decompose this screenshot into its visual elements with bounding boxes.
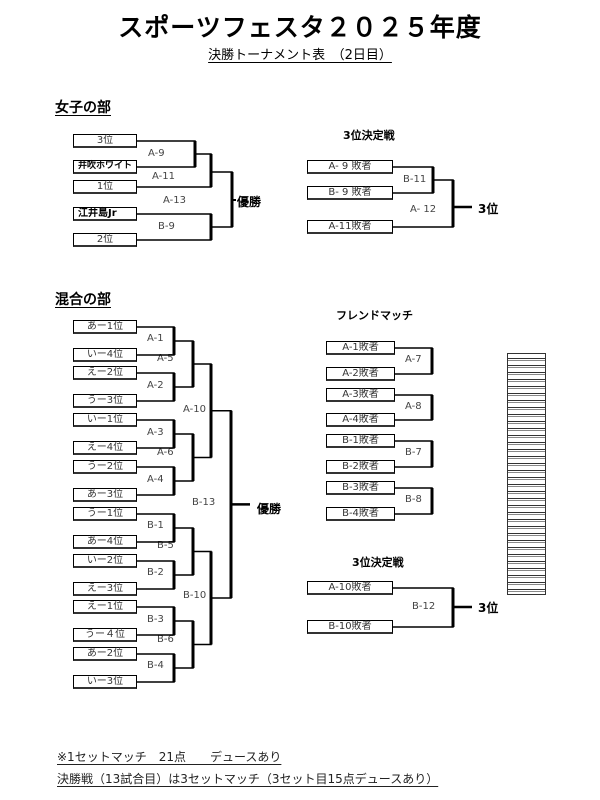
match-label-b4: B-4 bbox=[147, 660, 164, 671]
women-third-entry-b9-loser: B- 9 敗者 bbox=[307, 186, 393, 200]
women-champion-label: 優勝 bbox=[237, 195, 262, 209]
match-label-a8: A-8 bbox=[405, 401, 422, 412]
women-third-result-label: 3位 bbox=[478, 202, 499, 216]
friend-match-entry: A-4敗者 bbox=[326, 413, 395, 427]
match-label-b5: B-5 bbox=[157, 540, 174, 551]
match-label-a12: A- 12 bbox=[410, 204, 437, 215]
match-label-a6: A-6 bbox=[157, 447, 174, 458]
match-label-a3: A-3 bbox=[147, 427, 164, 438]
match-label-a5: A-5 bbox=[157, 353, 174, 364]
women-entry-eijima-jr: 江井島Jr bbox=[73, 207, 137, 221]
mixed-entry: えー1位 bbox=[73, 600, 137, 614]
match-label-b12: B-12 bbox=[412, 601, 436, 612]
mixed-third-entry-b10-loser: B-10敗者 bbox=[307, 620, 393, 634]
match-label-b13: B-13 bbox=[192, 497, 216, 508]
match-label-a11: A-11 bbox=[152, 171, 175, 182]
friend-match-entry: B-4敗者 bbox=[326, 507, 395, 521]
mixed-entry: うー1位 bbox=[73, 507, 137, 521]
match-label-b10: B-10 bbox=[183, 590, 207, 601]
friend-match-entry: B-3敗者 bbox=[326, 481, 395, 495]
mixed-entry: うー４位 bbox=[73, 628, 137, 642]
match-label-b7: B-7 bbox=[405, 447, 422, 458]
women-third-place-title: 3位決定戦 bbox=[343, 129, 395, 142]
match-label-b2: B-2 bbox=[147, 567, 164, 578]
match-label-b1: B-1 bbox=[147, 520, 164, 531]
friend-match-entry: A-1敗者 bbox=[326, 341, 395, 355]
women-entry-ibuki-white: 井吹ホワイト bbox=[73, 160, 137, 174]
match-label-b9: B-9 bbox=[158, 221, 175, 232]
mixed-entry: あー2位 bbox=[73, 647, 137, 661]
friend-match-entry: A-2敗者 bbox=[326, 367, 395, 381]
mixed-entry: えー4位 bbox=[73, 441, 137, 455]
mixed-entry: あー3位 bbox=[73, 488, 137, 502]
match-label-b11: B-11 bbox=[403, 174, 427, 185]
match-label-a2: A-2 bbox=[147, 380, 164, 391]
friend-match-entry: B-1敗者 bbox=[326, 434, 395, 448]
bracket-mixed-r2 bbox=[174, 620, 194, 669]
score-tally-stripes bbox=[507, 353, 546, 595]
mixed-third-place-title: 3位決定戦 bbox=[352, 556, 404, 569]
match-label-b6: B-6 bbox=[157, 634, 174, 645]
women-entry-2nd: 2位 bbox=[73, 233, 137, 247]
match-label-a9: A-9 bbox=[148, 148, 165, 159]
match-label-a7: A-7 bbox=[405, 354, 422, 365]
mixed-third-entry-a10-loser: A-10敗者 bbox=[307, 581, 393, 595]
match-label-b3: B-3 bbox=[147, 614, 164, 625]
friend-match-entry: A-3敗者 bbox=[326, 388, 395, 402]
bracket-a13 bbox=[211, 171, 233, 228]
mixed-champion-label: 優勝 bbox=[257, 502, 282, 516]
match-label-a10: A-10 bbox=[183, 404, 206, 415]
mixed-entry: うー2位 bbox=[73, 460, 137, 474]
subtitle-text: 決勝トーナメント表 （2日目） bbox=[208, 48, 392, 63]
women-third-entry-a11-loser: A-11敗者 bbox=[307, 220, 393, 234]
mixed-entry: あー1位 bbox=[73, 320, 137, 334]
mixed-entry: いー1位 bbox=[73, 413, 137, 427]
page-title: スポーツフェスタ２０２５年度 bbox=[118, 13, 482, 42]
women-entry-3rd: 3位 bbox=[73, 134, 137, 148]
mixed-section-title: 混合の部 bbox=[55, 292, 111, 308]
footer-note-1: ※1セットマッチ 21点 デュースあり bbox=[57, 750, 282, 764]
mixed-entry: えー3位 bbox=[73, 582, 137, 596]
women-third-entry-a9-loser: A- 9 敗者 bbox=[307, 160, 393, 174]
friend-match-entry: B-2敗者 bbox=[326, 460, 395, 474]
match-label-b8: B-8 bbox=[405, 494, 422, 505]
match-label-a13: A-13 bbox=[163, 195, 186, 206]
mixed-third-result-label: 3位 bbox=[478, 601, 499, 615]
mixed-entry: いー4位 bbox=[73, 348, 137, 362]
bracket-mixed-r2 bbox=[174, 527, 194, 576]
mixed-entry: いー3位 bbox=[73, 675, 137, 689]
friend-match-title: フレンドマッチ bbox=[336, 309, 413, 322]
women-section-title: 女子の部 bbox=[55, 100, 111, 116]
footer-note-2: 決勝戦（13試合目）は3セットマッチ（3セット目15点デュースあり） bbox=[57, 772, 439, 786]
match-label-a1: A-1 bbox=[147, 333, 164, 344]
women-entry-1st: 1位 bbox=[73, 180, 137, 194]
bracket-mixed-r2 bbox=[174, 433, 194, 482]
mixed-entry: いー2位 bbox=[73, 554, 137, 568]
mixed-entry: あー4位 bbox=[73, 535, 137, 549]
mixed-entry: うー3位 bbox=[73, 394, 137, 408]
bracket-a9 bbox=[137, 140, 196, 168]
match-label-a4: A-4 bbox=[147, 474, 164, 485]
mixed-entry: えー2位 bbox=[73, 366, 137, 380]
page-subtitle: 決勝トーナメント表 （2日目） bbox=[0, 44, 600, 63]
bracket-mixed-r2 bbox=[174, 340, 194, 388]
